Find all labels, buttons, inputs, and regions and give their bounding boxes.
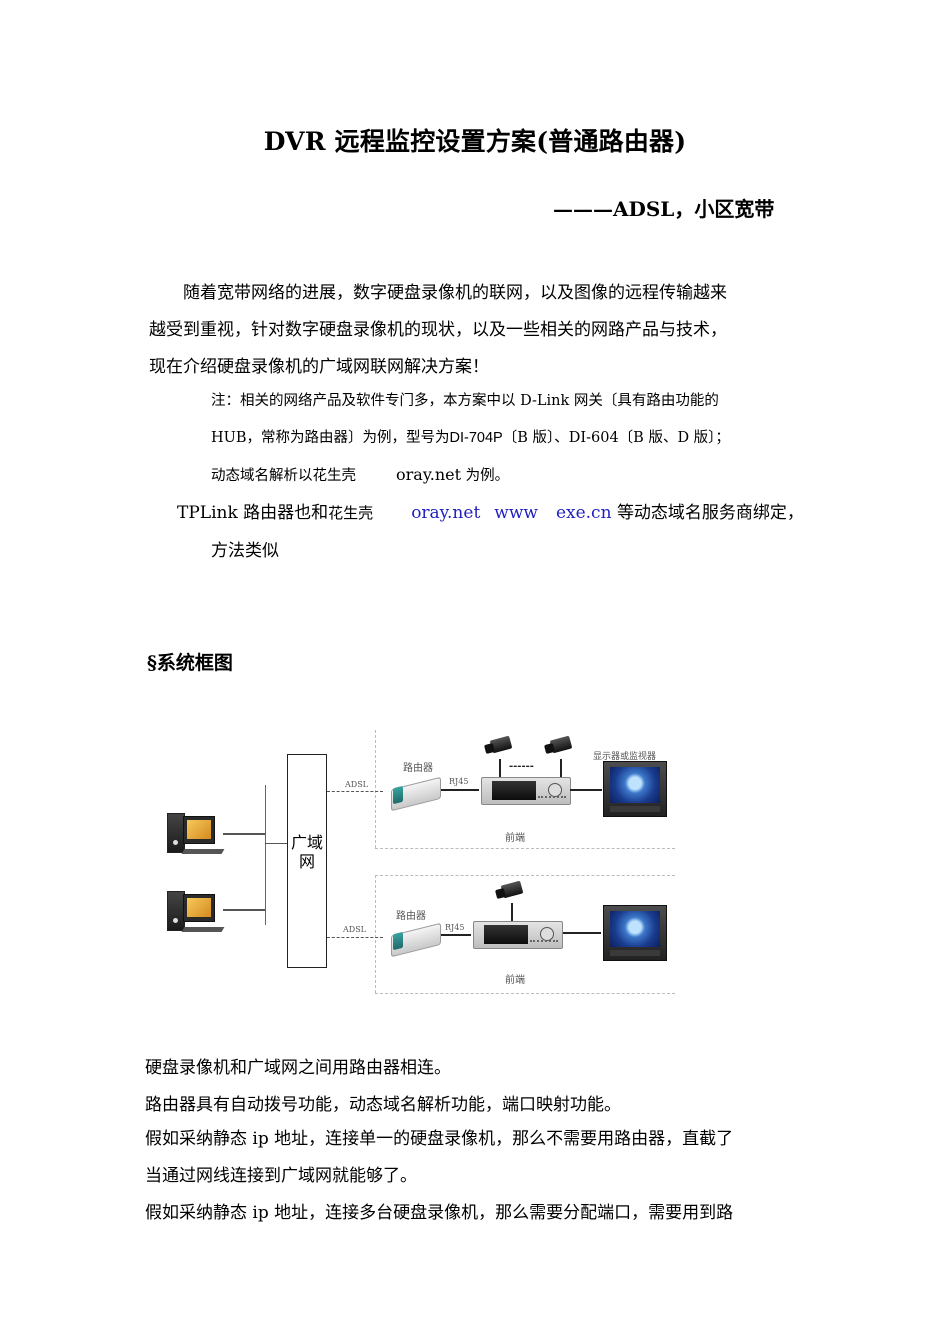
camera-icon [543,735,573,756]
pc-icon [167,891,227,937]
intro-line-2: 越受到重视，针对数字硬盘录像机的现状，以及一些相关的网路产品与技术， [149,320,727,340]
section-heading: §系统框图 [147,652,233,674]
note-line-2-text-b: 〔B 版〕、DI-604〔B 版、D 版〕； [502,430,730,446]
router-label-bottom: 路由器 [396,911,426,922]
link-oray-net[interactable]: oray.net [411,503,481,523]
frontend-label-bottom: 前端 [505,975,525,986]
tplink-brand: 花生壳 [328,504,374,522]
router-label-top: 路由器 [403,763,433,774]
link-exe-cn[interactable]: exe.cn [555,503,612,523]
system-diagram: 广域网 ADSL 路由器 RJ45 ------ 显示器或监视器 前端 ADSL… [143,725,683,1000]
tplink-prefix: TPLink 路由器也和 [177,503,329,523]
intro-line-1: 随着宽带网络的进展，数字硬盘录像机的联网，以及图像的远程传输越来 [183,283,727,303]
monitor-icon [603,761,667,817]
intro-line-3: 现在介绍硬盘录像机的广域网联网解决方案！ [149,357,489,377]
note-line-1: 注：相关的网络产品及软件专门多，本方案中以 D-Link 网关〔具有路由功能的 [211,393,719,409]
body-paragraph-4-line-1: 假如采纳静态 ip 地址，连接多台硬盘录像机，那么需要分配端口，需要用到路 [145,1203,734,1223]
oray-domain: oray.net [396,465,462,484]
camera-icon [494,880,524,901]
dvr-icon [473,921,563,949]
note-line-3-text-b: 为例。 [465,468,510,484]
note-line-3-text-a: 动态域名解析以花生壳 [211,468,356,484]
router-icon [391,776,443,812]
camera-icon [483,735,513,756]
camera-dots: ------ [509,761,534,772]
monitor-label: 显示器或监视器 [593,752,657,762]
pc-icon [167,813,227,859]
adsl-label-bottom: ADSL [343,925,366,934]
model-number: DI-704P [449,430,503,446]
body-paragraph-2: 路由器具有自动拨号功能，动态域名解析功能，端口映射功能。 [145,1095,621,1115]
tplink-line: TPLink 路由器也和花生壳 oray.net www exe.cn 等动态域名服务… [177,503,804,523]
dvr-icon [481,777,571,805]
wan-box: 广域网 [287,754,327,968]
router-icon [391,922,443,958]
wan-label: 广域网 [290,833,323,871]
rj45-label-top: RJ45 [449,777,469,786]
rj45-label-bottom: RJ45 [445,923,465,932]
note-line-2-text-a: HUB，常称为路由器〕为例，型号为 [211,430,450,446]
tplink-line-2: 方法类似 [211,541,279,561]
body-paragraph-3-line-1: 假如采纳静态 ip 地址，连接单一的硬盘录像机，那么不需要用路由器，直截了 [145,1129,734,1149]
body-paragraph-1: 硬盘录像机和广域网之间用路由器相连。 [145,1058,451,1078]
note-line-2: HUB，常称为路由器〕为例，型号为DI-704P〔B 版〕、DI-604〔B 版… [211,429,730,447]
document-title: DVR 远程监控设置方案(普通路由器) [263,127,687,156]
note-line-3: 动态域名解析以花生壳 oray.net 为例。 [211,466,509,485]
link-www[interactable]: www [494,503,538,523]
frontend-label-top: 前端 [505,833,525,844]
document-subtitle: ———ADSL，小区宽带 [553,197,775,221]
tplink-suffix: 等动态域名服务商绑定， [616,503,804,523]
adsl-label-top: ADSL [345,780,368,789]
monitor-icon [603,905,667,961]
body-paragraph-3-line-2: 当通过网线连接到广域网就能够了。 [145,1166,417,1186]
